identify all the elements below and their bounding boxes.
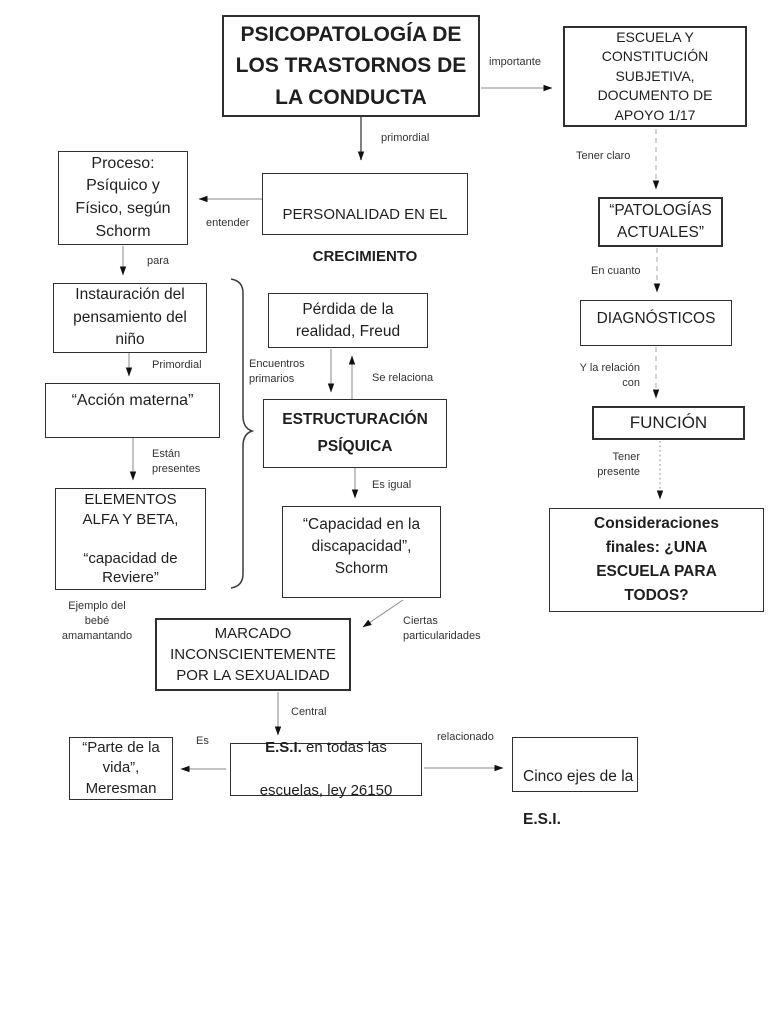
group-brace <box>230 278 255 589</box>
edge-label-y-la-relacion: Y la relación con <box>579 362 640 389</box>
edge-label-para: para <box>147 255 170 267</box>
edge-label-primordial-left: Primordial <box>152 359 202 371</box>
node-personalidad-crecimiento: PERSONALIDAD EN EL CRECIMIENTO <box>262 173 468 265</box>
node-accion-materna: “Acción materna” <box>45 383 220 438</box>
edge-label-estan-presentes: Están presentes <box>152 448 201 475</box>
edge-label-tener-claro: Tener claro <box>576 150 631 162</box>
edge-label-es: Es <box>196 735 209 747</box>
node-perdida-realidad-freud: Pérdida de la realidad, Freud <box>268 293 428 348</box>
node-marcado-sexualidad: MARCADO INCONSCIENTEMENTE POR LA SEXUALI… <box>155 618 351 691</box>
edge-label-en-cuanto: En cuanto <box>591 265 641 277</box>
edge-label-se-relaciona: Se relaciona <box>372 372 434 384</box>
edge-label-central: Central <box>291 706 327 718</box>
node-parte-de-la-vida: “Parte de la vida”, Meresman <box>69 737 173 800</box>
node-cinco-ejes-esi: Cinco ejes de la E.S.I. <box>512 737 638 828</box>
edge-label-ejemplo-bebe: Ejemplo del bebé amamantando <box>61 600 133 642</box>
node-psicopatologia-title: PSICOPATOLOGÍA DE LOS TRASTORNOS DE LA C… <box>222 15 480 117</box>
edge-label-tener-presente: Tener presente <box>597 451 640 478</box>
edge-label-es-igual: Es igual <box>372 479 412 491</box>
node-instauracion-pensamiento: Instauración del pensamiento del niño <box>53 283 207 353</box>
edge-label-importante: importante <box>489 56 541 68</box>
node-estructuracion-psiquica: ESTRUCTURACIÓN PSÍQUICA <box>263 399 447 468</box>
edge-label-encuentros-primarios: Encuentros primarios <box>249 358 305 385</box>
edge-label-relacionado: relacionado <box>437 731 494 743</box>
node-proceso-psiquico-fisico: Proceso: Psíquico y Físico, según Schorm <box>58 151 188 245</box>
node-esi-ley-26150: E.S.I. en todas las escuelas, ley 26150 <box>230 739 422 799</box>
node-funcion: FUNCIÓN <box>592 406 745 440</box>
node-escuela-constitucion: ESCUELA Y CONSTITUCIÓN SUBJETIVA, DOCUME… <box>563 26 747 127</box>
edge-label-entender: entender <box>206 217 250 229</box>
node-consideraciones-finales: Consideraciones finales: ¿UNA ESCUELA PA… <box>549 508 764 612</box>
node-elementos-alfa-beta: ELEMENTOS ALFA Y BETA, “capacidad de Rev… <box>55 488 206 590</box>
node-patologias-actuales: “PATOLOGÍAS ACTUALES” <box>598 197 723 247</box>
node-capacidad-discapacidad: “Capacidad en la discapacidad”, Schorm <box>282 506 441 598</box>
node-diagnosticos: DIAGNÓSTICOS <box>580 300 732 346</box>
edge-label-ciertas-particularidades: Ciertas particularidades <box>403 615 481 642</box>
edge-label-primordial-top: primordial <box>381 132 430 144</box>
